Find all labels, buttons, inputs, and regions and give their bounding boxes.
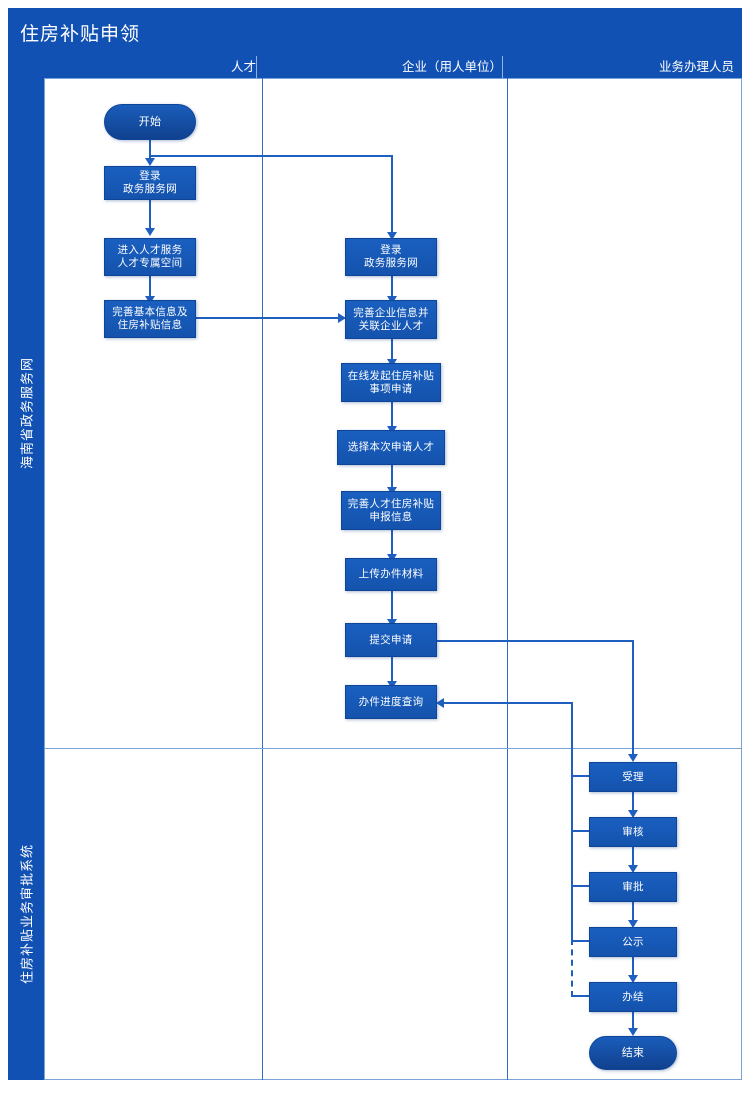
node-officer-approve[interactable]: 审批	[589, 872, 677, 902]
node-company-complete-info-label: 完善企业信息并 关联企业人才	[353, 306, 429, 332]
connector-initiate-to-select	[391, 402, 393, 430]
arrowhead-company-info	[338, 313, 346, 323]
connector-review-to-approve	[632, 847, 634, 869]
node-company-login-label: 登录 政务服务网	[364, 244, 418, 269]
swimlane-header-row: 人才 企业（用人单位） 业务办理人员	[8, 56, 742, 78]
node-company-complete-info[interactable]: 完善企业信息并 关联企业人才	[345, 300, 437, 339]
connector-company-login-to-info	[391, 276, 393, 300]
lane-label-approval-system-text: 住房补贴业务审批系统	[19, 843, 35, 985]
connector-talent-info-to-company-info	[196, 317, 342, 319]
page-title: 住房补贴申领	[20, 24, 141, 45]
lane-label-approval-system: 住房补贴业务审批系统	[8, 748, 44, 1080]
node-company-submit-label: 提交申请	[369, 633, 413, 646]
node-talent-complete-info[interactable]: 完善基本信息及 住房补贴信息	[104, 300, 196, 338]
column-header-company: 企业（用人单位）	[401, 60, 502, 74]
connector-talent-login-to-space	[149, 200, 151, 230]
node-officer-complete[interactable]: 办结	[589, 982, 677, 1012]
lane-label-gov-portal: 海南省政务服务网	[8, 78, 44, 748]
node-officer-publicize-label: 公示	[622, 935, 644, 948]
node-company-upload[interactable]: 上传办件材料	[345, 558, 437, 591]
connector-submit-to-accept-v	[632, 640, 634, 758]
connector-select-to-declaration	[391, 465, 393, 491]
stub-complete	[573, 995, 590, 997]
connector-start-to-talent-login	[149, 140, 151, 160]
node-officer-accept-label: 受理	[622, 770, 644, 783]
node-start[interactable]: 开始	[104, 104, 196, 140]
connector-start-branch-h	[149, 155, 393, 157]
node-company-fill-declaration-label: 完善人才住房补贴 申报信息	[347, 497, 435, 523]
node-company-submit[interactable]: 提交申请	[345, 623, 437, 657]
arrowhead-talent-space	[145, 228, 155, 236]
header-divider-2	[502, 56, 503, 78]
lane-divider	[44, 748, 742, 749]
column-header-talent: 人才	[230, 60, 256, 74]
node-talent-login[interactable]: 登录 政务服务网	[104, 166, 196, 200]
node-end[interactable]: 结束	[589, 1036, 677, 1070]
node-company-progress[interactable]: 办件进度查询	[345, 685, 437, 719]
arrowhead-approve	[628, 865, 638, 873]
node-start-label: 开始	[138, 115, 162, 128]
node-talent-enter-space-label: 进入人才服务 人才专属空间	[117, 244, 183, 269]
connector-approve-to-publicize	[632, 902, 634, 924]
connector-backbone-to-progress-h	[442, 702, 573, 704]
connector-publicize-to-complete	[632, 957, 634, 979]
arrowhead-publicize	[628, 920, 638, 928]
column-divider-talent-company	[262, 78, 263, 1080]
arrowhead-end	[628, 1028, 638, 1036]
node-end-label: 结束	[621, 1046, 645, 1059]
column-header-officer: 业务办理人员	[658, 60, 734, 74]
node-company-initiate-label: 在线发起住房补贴 事项申请	[347, 369, 435, 395]
arrowhead-review	[628, 810, 638, 818]
arrowhead-company-login	[387, 232, 397, 240]
stub-accept	[573, 775, 590, 777]
node-company-login[interactable]: 登录 政务服务网	[345, 238, 437, 276]
node-company-upload-label: 上传办件材料	[358, 568, 424, 580]
connector-officer-backbone-solid	[571, 702, 573, 939]
node-talent-login-label: 登录 政务服务网	[123, 170, 177, 195]
connector-complete-to-end	[632, 1012, 634, 1032]
connector-submit-to-accept-h	[435, 640, 634, 642]
diagram-title-bar: 住房补贴申领	[8, 8, 742, 56]
stub-review	[573, 830, 590, 832]
lane-label-gov-portal-text: 海南省政务服务网	[19, 356, 35, 470]
node-talent-enter-space[interactable]: 进入人才服务 人才专属空间	[104, 238, 196, 276]
node-company-initiate[interactable]: 在线发起住房补贴 事项申请	[341, 363, 441, 402]
arrowhead-officer-accept	[628, 754, 638, 762]
header-divider-1	[256, 56, 257, 78]
connector-upload-to-submit	[391, 591, 393, 623]
node-officer-approve-label: 审批	[622, 880, 644, 893]
connector-start-branch-v	[391, 155, 393, 235]
node-company-progress-label: 办件进度查询	[358, 695, 424, 708]
stub-approve	[573, 885, 590, 887]
arrowhead-talent-login	[145, 158, 155, 166]
node-officer-accept[interactable]: 受理	[589, 762, 677, 792]
connector-accept-to-review	[632, 792, 634, 814]
node-officer-complete-label: 办结	[622, 990, 644, 1003]
connector-talent-space-to-info	[149, 276, 151, 300]
arrowhead-company-progress	[436, 698, 444, 708]
node-officer-publicize[interactable]: 公示	[589, 927, 677, 957]
column-divider-company-officer	[507, 78, 508, 1080]
connector-company-info-to-initiate	[391, 339, 393, 363]
node-officer-review-label: 审核	[622, 825, 644, 838]
node-company-select-talent[interactable]: 选择本次申请人才	[337, 430, 445, 465]
arrowhead-complete	[628, 975, 638, 983]
stub-publicize	[573, 940, 590, 942]
node-officer-review[interactable]: 审核	[589, 817, 677, 847]
connector-declaration-to-upload	[391, 530, 393, 558]
node-talent-complete-info-label: 完善基本信息及 住房补贴信息	[112, 306, 188, 331]
connector-submit-to-progress	[391, 657, 393, 685]
node-company-fill-declaration[interactable]: 完善人才住房补贴 申报信息	[341, 491, 441, 530]
node-company-select-talent-label: 选择本次申请人才	[347, 441, 435, 453]
connector-officer-backbone-dashed	[571, 939, 573, 997]
